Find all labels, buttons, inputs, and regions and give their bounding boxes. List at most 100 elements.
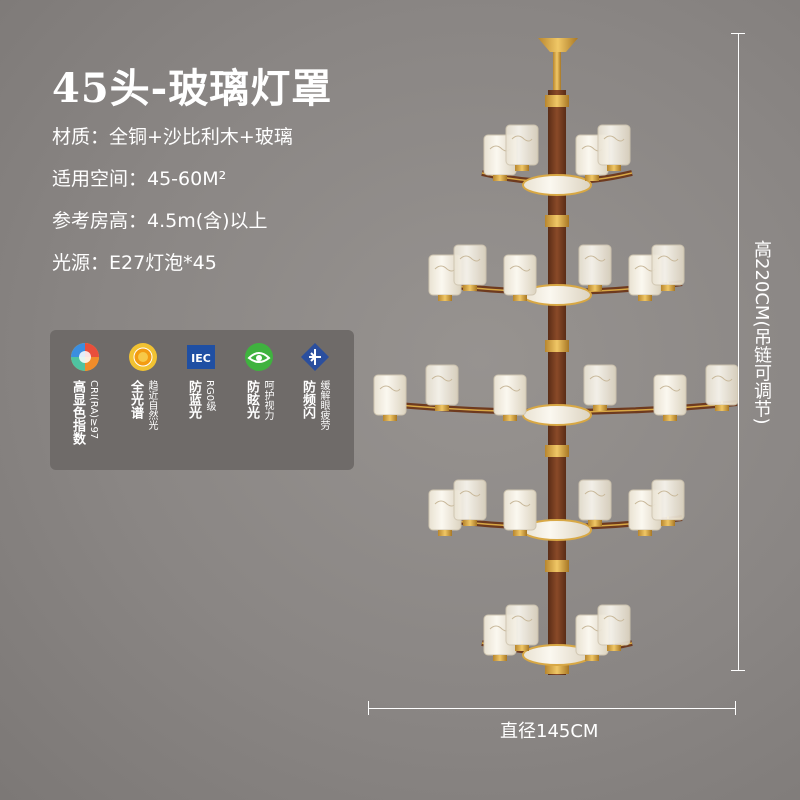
hanging-chain xyxy=(553,52,561,92)
lamp-holder-cup xyxy=(515,645,529,651)
glass-lamp-shade xyxy=(578,479,612,521)
lamp-holder-cup xyxy=(663,415,677,421)
lamp-holder-cup xyxy=(585,655,599,661)
lamp-holder-cup xyxy=(513,295,527,301)
feature-cri-sub: CRI(RA)≥97 xyxy=(88,380,99,440)
feature-blue-label: 防蓝光 xyxy=(186,380,201,419)
height-label: 高220CM(吊链可调节) xyxy=(751,240,772,425)
shade-pattern xyxy=(509,265,531,272)
width-label: 直径145CM xyxy=(500,721,599,742)
shade-pattern xyxy=(431,375,453,382)
center-glass-bowl xyxy=(522,174,592,196)
glass-lamp-shade xyxy=(503,489,537,531)
lamp-holder-cup xyxy=(435,405,449,411)
glass-lamp-shade xyxy=(651,244,685,286)
width-tick-left xyxy=(368,701,369,715)
feature-anti-glare: 防眩光 呵护视力 xyxy=(244,342,300,420)
lamp-holder-cup xyxy=(493,175,507,181)
lamp-holder-cup xyxy=(463,285,477,291)
ceiling-canopy xyxy=(538,38,578,52)
chandelier-tiers xyxy=(373,124,739,666)
glass-lamp-shade xyxy=(597,124,631,166)
glass-lamp-shade xyxy=(583,364,617,406)
lamp-holder-cup xyxy=(661,520,675,526)
eye-icon xyxy=(245,343,273,371)
shade-pattern xyxy=(584,490,606,497)
lamp-holder-cup xyxy=(661,285,675,291)
spec-room-height: 参考房高：4.5m(含)以上 xyxy=(52,210,268,232)
glass-lamp-shade xyxy=(425,364,459,406)
shade-pattern xyxy=(434,265,456,272)
feature-blue-light: IEC 防蓝光 RG0级 xyxy=(186,342,242,419)
glass-lamp-shade xyxy=(505,604,539,646)
shade-pattern xyxy=(434,500,456,507)
shade-pattern xyxy=(711,375,733,382)
spec-space: 适用空间：45-60M² xyxy=(52,168,227,190)
glass-lamp-shade xyxy=(705,364,739,406)
shade-pattern xyxy=(657,490,679,497)
lamp-holder-cup xyxy=(607,645,621,651)
lamp-holder-cup xyxy=(513,530,527,536)
lamp-holder-cup xyxy=(438,295,452,301)
shade-pattern xyxy=(459,490,481,497)
feature-anti-flicker: 防频闪 缓解眼疲劳 xyxy=(300,342,356,430)
glass-lamp-shade xyxy=(373,374,407,416)
product-title: 45头-玻璃灯罩 xyxy=(52,65,333,112)
shade-pattern xyxy=(657,255,679,262)
glass-lamp-shade xyxy=(653,374,687,416)
shade-pattern xyxy=(379,385,401,392)
lamp-holder-cup xyxy=(607,165,621,171)
feature-spectrum-label: 全光谱 xyxy=(128,380,143,419)
feature-panel: 高显色指数 CRI(RA)≥97 全光谱 趋近自然光 IEC 防蓝光 RG0级 xyxy=(50,330,354,470)
shade-pattern xyxy=(511,135,533,142)
shade-pattern xyxy=(584,255,606,262)
shade-pattern xyxy=(659,385,681,392)
shade-pattern xyxy=(509,500,531,507)
lamp-holder-cup xyxy=(588,520,602,526)
spec-light-source: 光源：E27灯泡*45 xyxy=(52,252,217,274)
shade-pattern xyxy=(589,375,611,382)
glass-lamp-shade xyxy=(503,254,537,296)
shade-pattern xyxy=(459,255,481,262)
iec-badge-icon: IEC xyxy=(187,345,215,369)
lamp-holder-cup xyxy=(463,520,477,526)
glass-lamp-shade xyxy=(493,374,527,416)
feature-full-spectrum: 全光谱 趋近自然光 xyxy=(128,342,184,430)
feature-cri-label: 高显色指数 xyxy=(70,380,85,445)
iec-badge-text: IEC xyxy=(191,352,211,365)
lamp-holder-cup xyxy=(503,415,517,421)
lamp-holder-cup xyxy=(493,655,507,661)
lamp-holder-cup xyxy=(383,415,397,421)
feature-glare-sub: 呵护视力 xyxy=(262,380,273,420)
width-tick-right xyxy=(735,701,736,715)
shade-pattern xyxy=(603,135,625,142)
lamp-holder-cup xyxy=(638,295,652,301)
lamp-holder-cup xyxy=(715,405,729,411)
feature-blue-sub: RG0级 xyxy=(204,380,215,412)
width-dimension-line xyxy=(368,708,735,709)
glass-lamp-shade xyxy=(505,124,539,166)
height-dimension-line xyxy=(738,33,739,670)
lamp-holder-cup xyxy=(638,530,652,536)
shade-pattern xyxy=(603,615,625,622)
spec-list: 材质：全铜+沙比利木+玻璃 适用空间：45-60M² 参考房高：4.5m(含)以… xyxy=(52,120,293,288)
glass-lamp-shade xyxy=(453,479,487,521)
shade-pattern xyxy=(511,615,533,622)
lamp-holder-cup xyxy=(593,405,607,411)
feature-cri: 高显色指数 CRI(RA)≥97 xyxy=(70,342,126,445)
feature-glare-label: 防眩光 xyxy=(244,380,259,419)
lamp-holder-cup xyxy=(588,285,602,291)
feature-flicker-label: 防频闪 xyxy=(300,380,315,419)
flicker-icon xyxy=(301,343,329,371)
sun-icon xyxy=(129,343,157,371)
lamp-holder-cup xyxy=(438,530,452,536)
lamp-holder-cup xyxy=(515,165,529,171)
lamp-holder-cup xyxy=(585,175,599,181)
spec-material: 材质：全铜+沙比利木+玻璃 xyxy=(52,126,293,148)
height-tick-bottom xyxy=(731,670,745,671)
feature-flicker-sub: 缓解眼疲劳 xyxy=(318,380,329,430)
height-tick-top xyxy=(731,33,745,34)
glass-lamp-shade xyxy=(453,244,487,286)
glass-lamp-shade xyxy=(578,244,612,286)
